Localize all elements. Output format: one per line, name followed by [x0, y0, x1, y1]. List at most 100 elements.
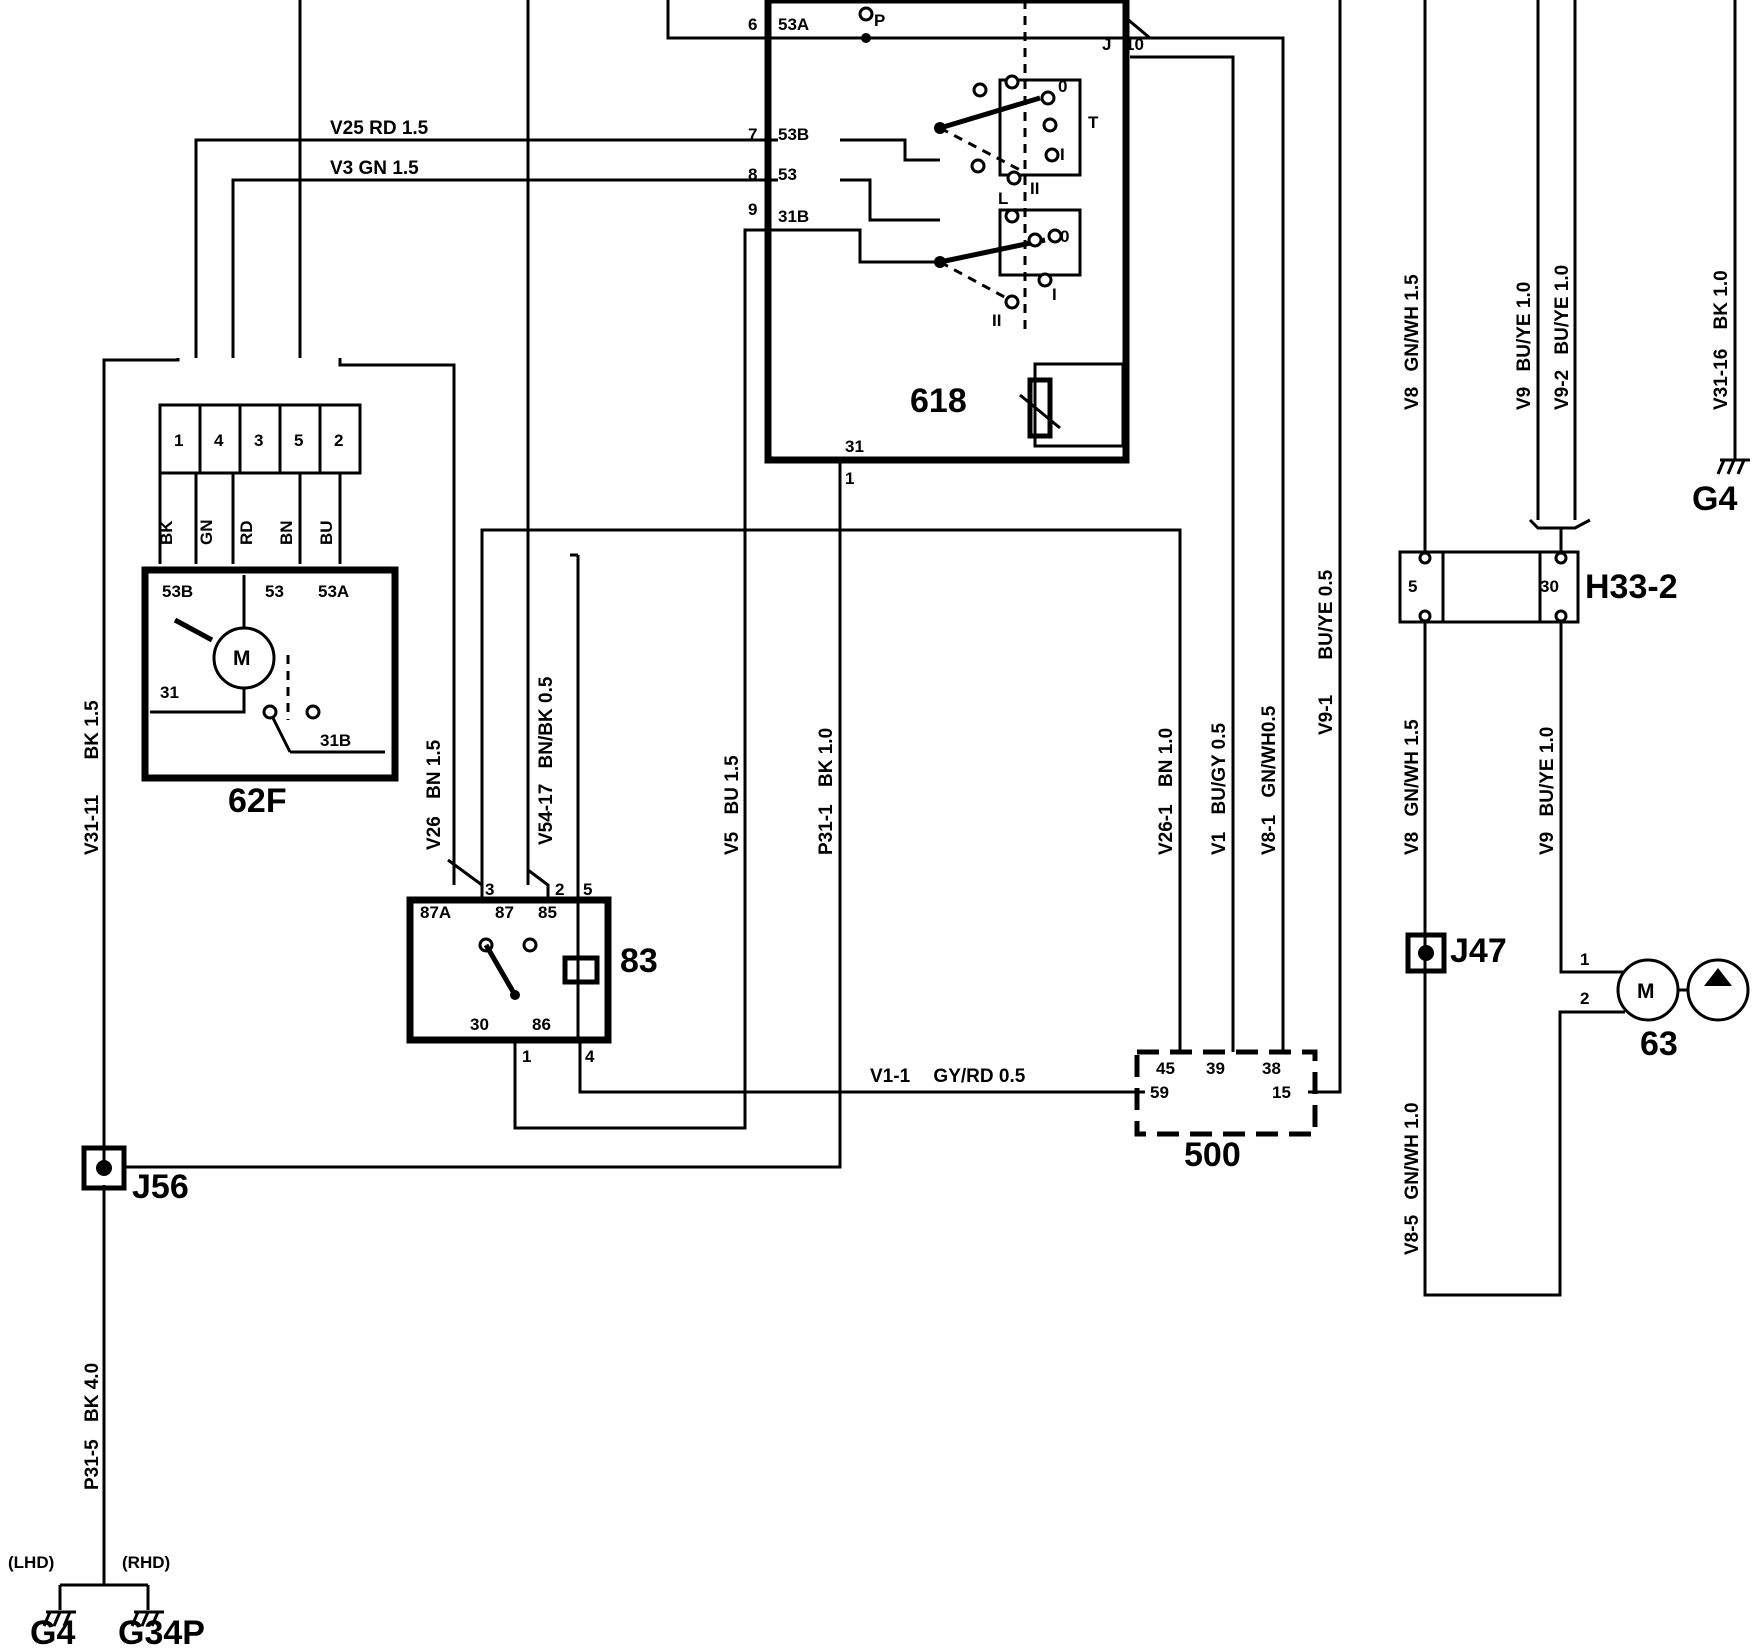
wiper-motor-brush [173, 617, 214, 643]
switch-upper-lever [939, 95, 1041, 131]
label-relay-pin-5: 5 [583, 880, 592, 899]
switch-upper-contact-6 [970, 158, 986, 174]
label-v8-1: V8-1 GN/WH0.5 [1259, 705, 1280, 855]
wiper-park-contact-b [305, 704, 321, 720]
switch-upper-contact-3 [1040, 90, 1056, 106]
relay-pin2-lead [527, 868, 550, 900]
switch-upper-frame [998, 78, 1082, 177]
label-switch-31b: 31B [778, 207, 809, 226]
connector-h33-2 [1398, 550, 1580, 624]
relay-87-contact [522, 937, 538, 953]
connector-h33-2-pin30-bot [1554, 609, 1568, 623]
wire-v3 [231, 178, 778, 358]
wiper-park-contact-a [262, 704, 278, 720]
label-62f-31: 31 [160, 683, 179, 702]
switch-lower-feed-2 [840, 228, 940, 264]
label-62f-53b: 53B [162, 582, 193, 601]
label-62f-31b: 31B [320, 731, 351, 750]
switch-p-contact [858, 6, 874, 22]
labels: V25 RD 1.5 V3 GN 1.5 V1-1 GY/RD 0.5 V31-… [8, 11, 1737, 1648]
switch-upper-contact-4 [1042, 117, 1058, 133]
label-v1-1: V1-1 GY/RD 0.5 [870, 1066, 1026, 1087]
wire-v1-1 [578, 1040, 1145, 1094]
label-switch-pos-ia: I [1060, 145, 1065, 164]
splice-j56-box [81, 1145, 127, 1191]
label-v9-mid: V9 BU/YE 1.0 [1537, 727, 1558, 855]
switch-lower-contact-1 [1004, 208, 1020, 224]
relay-armature-pivot [510, 990, 520, 1000]
relay-83 [406, 553, 612, 1044]
label-switch-53b: 53B [778, 125, 809, 144]
switch-618-resistor [1027, 377, 1053, 439]
ground-g34p [130, 1610, 164, 1627]
label-relay-pin-2: 2 [555, 880, 564, 899]
label-pump-pin-2: 2 [1580, 989, 1589, 1008]
switch-j10-link [1125, 16, 1155, 40]
label-switch-53a: 53A [778, 15, 809, 34]
wire-v5 [513, 228, 840, 1130]
label-v8-5: V8-5 GN/WH 1.0 [1402, 1102, 1423, 1255]
washer-pump-arrow [1704, 968, 1732, 986]
switch-upper-feed [840, 138, 940, 162]
label-500-pin-59: 59 [1150, 1083, 1169, 1102]
label-switch-id: 618 [910, 382, 967, 420]
label-500-pin-45: 45 [1156, 1059, 1175, 1078]
label-pump-motor: M [1637, 980, 1655, 1003]
splice-j47 [1405, 932, 1447, 974]
label-ground-g34p: G34P [118, 1614, 205, 1648]
label-switch-pos-iia: II [1030, 179, 1039, 198]
label-pump-pin-1: 1 [1580, 950, 1589, 969]
label-v8-mid: V8 GN/WH 1.5 [1402, 719, 1423, 855]
label-ground-g4-right: G4 [1692, 480, 1737, 518]
wiper-connector [158, 403, 362, 475]
label-switch-pin-1: 1 [845, 469, 854, 488]
label-500-pin-15: 15 [1272, 1083, 1291, 1102]
label-switch-pos-0b: 0 [1060, 227, 1069, 246]
label-v26-1: V26-1 BN 1.0 [1156, 728, 1177, 855]
label-j47: J47 [1450, 932, 1507, 970]
label-relay-30: 30 [470, 1015, 489, 1034]
label-relay-87a: 87A [420, 903, 451, 922]
label-conn-color-rd: RD [237, 520, 256, 545]
label-relay-86: 86 [532, 1015, 551, 1034]
wire-v25 [194, 138, 778, 358]
ground-g4-right [1716, 458, 1750, 475]
switch-618-resistor-arrow [1019, 393, 1061, 430]
ground-g4-left [42, 1610, 76, 1627]
label-switch-pos-iib: II [992, 311, 1001, 330]
label-switch-pos-0a: 0 [1058, 77, 1067, 96]
label-switch-pos-t: T [1088, 113, 1099, 132]
wire-v26 [480, 528, 1182, 1052]
label-v1: V1 BU/GY 0.5 [1209, 722, 1230, 855]
label-v3: V3 GN 1.5 [330, 158, 419, 179]
label-switch-p: P [874, 11, 885, 30]
label-relay-id: 83 [620, 942, 658, 980]
label-h33-pin-5: 5 [1408, 577, 1417, 596]
label-j56: J56 [132, 1168, 189, 1206]
label-v54-17: V54-17 BN/BK 0.5 [536, 676, 557, 845]
label-relay-85: 85 [538, 903, 557, 922]
wire-pin2-loop [338, 358, 456, 885]
label-switch-j: J [1102, 35, 1111, 54]
label-62f-53a: 53A [318, 582, 349, 601]
wire-pin1-loop [102, 358, 180, 1165]
switch-p-node [861, 33, 871, 43]
label-conn-color-gn: GN [197, 520, 216, 546]
switch-lower-feed [840, 178, 940, 222]
label-relay-pin-3: 3 [485, 880, 494, 899]
control-module-500-box [1134, 1049, 1318, 1137]
wiper-motor-62f-box [141, 566, 399, 782]
label-relay-pin-1: 1 [522, 1047, 531, 1066]
label-v25: V25 RD 1.5 [330, 118, 429, 139]
switch-lower-contact-3 [1047, 228, 1063, 244]
connector-h33-2-pin5-top [1418, 551, 1432, 565]
switch-upper-contact-1 [972, 82, 988, 98]
label-p31-5: P31-5 BK 4.0 [82, 1363, 103, 1490]
wiper-connector-body [158, 403, 362, 475]
label-switch-pin-9: 9 [748, 200, 757, 219]
label-v8-top: V8 GN/WH 1.5 [1402, 274, 1423, 410]
label-ground-g4-left: G4 [30, 1614, 75, 1648]
switch-upper-pivot [934, 122, 946, 134]
label-500-pin-39: 39 [1206, 1059, 1225, 1078]
